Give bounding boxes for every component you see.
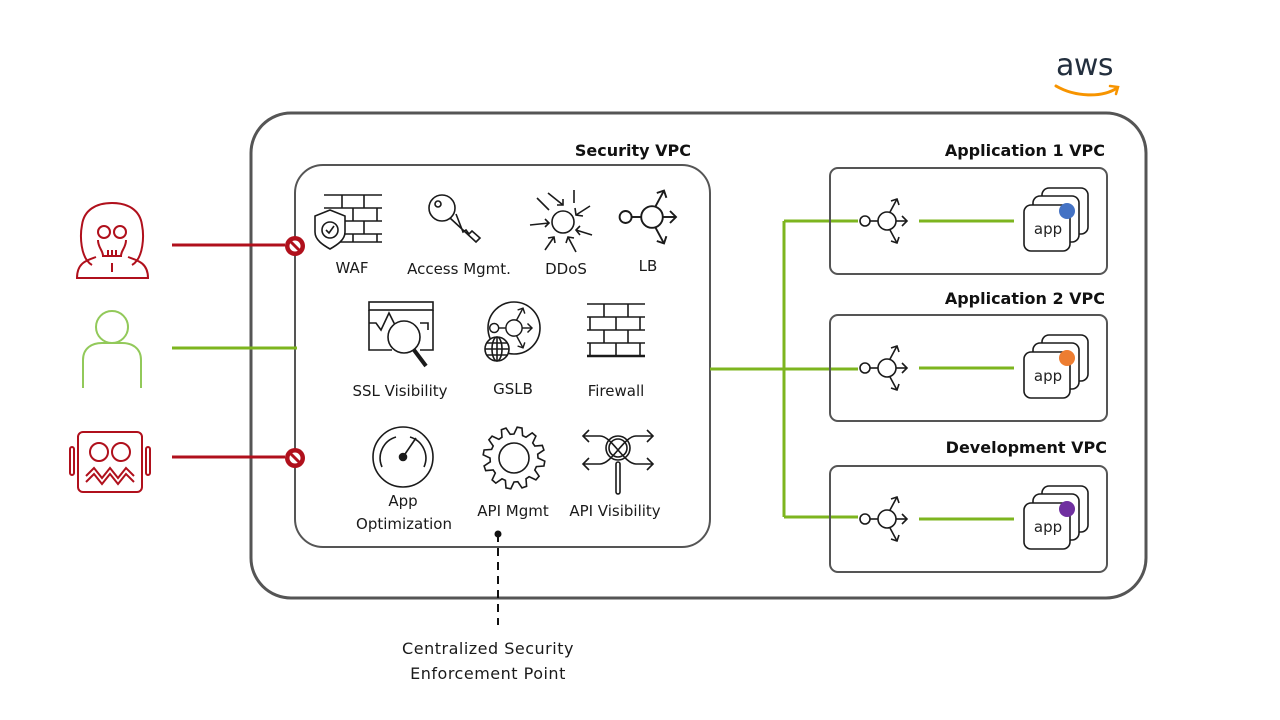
app1-vpc-box: [829, 167, 1108, 275]
service-label-waf: WAF: [335, 259, 369, 277]
app-stack-icon: app: [1023, 485, 1089, 550]
aws-logo: aws: [1056, 48, 1114, 83]
load-balancer-icon: [859, 496, 908, 542]
app1-vpc-title: Application 1 VPC: [944, 141, 1105, 160]
aws-logo-smile: [1054, 84, 1120, 97]
app-status-dot: [1059, 501, 1075, 517]
dev-vpc-box: [829, 465, 1108, 573]
app-status-dot: [1059, 350, 1075, 366]
service-label-firewall: Firewall: [587, 382, 645, 400]
app2-vpc-box: [829, 314, 1108, 422]
security-vpc-title: Security VPC: [574, 141, 691, 160]
gear-hub: [498, 442, 530, 474]
app1-vpc: app: [829, 167, 1108, 275]
app-label: app: [1034, 220, 1062, 238]
waf-shield-wall-icon: [314, 194, 382, 250]
service-label-lb: LB: [638, 257, 658, 275]
service-label-gslb: GSLB: [493, 380, 533, 398]
load-balancer-icon: [859, 345, 908, 391]
app2-vpc-title: Application 2 VPC: [944, 289, 1105, 308]
app-stack-icon: app: [1023, 187, 1089, 252]
ddos-icon: [529, 190, 593, 253]
app-stack-icon: app: [1023, 334, 1089, 399]
dev-vpc: app: [829, 465, 1108, 573]
app-card: [1023, 502, 1071, 550]
hooded-skull-icon: [76, 201, 149, 279]
service-label-ssl-visibility: SSL Visibility: [352, 382, 448, 400]
dev-vpc-title: Development VPC: [945, 438, 1107, 457]
service-label-api-visibility: API Visibility: [569, 502, 661, 520]
app-status-dot: [1059, 203, 1075, 219]
api-visibility-icon: [581, 429, 655, 495]
load-balancer-icon: [618, 189, 677, 245]
gslb-icon: [484, 301, 541, 362]
service-label-api-mgmt: API Mgmt: [477, 502, 549, 520]
outer-cloud-container: [249, 111, 1148, 600]
gear-icon: [482, 426, 546, 490]
annotation-line1: Centralized Security: [402, 639, 574, 658]
ssl-visibility-icon: [368, 301, 434, 368]
blocked-icon: [283, 234, 307, 258]
service-label-access-mgmt: Access Mgmt.: [407, 260, 511, 278]
security-vpc-box: [294, 164, 711, 548]
gear-outline: [482, 426, 546, 490]
app-label: app: [1034, 367, 1062, 385]
service-label-app-optimization-line2: Optimization: [356, 515, 452, 533]
annotation-caption: Centralized Security Enforcement Point: [402, 636, 574, 686]
app2-vpc: app: [829, 314, 1108, 422]
load-balancer-icon: [859, 198, 908, 244]
bot-icon: [69, 431, 151, 493]
annotation-line2: Enforcement Point: [410, 664, 566, 683]
gauge-icon: [372, 426, 434, 488]
app-card: [1023, 204, 1071, 252]
service-label-app-optimization-line1: App: [388, 492, 418, 510]
blocked-icon: [283, 446, 307, 470]
app-label: app: [1034, 518, 1062, 536]
user-icon: [82, 310, 142, 388]
service-label-ddos: DDoS: [545, 260, 587, 278]
app-card: [1023, 351, 1071, 399]
key-icon: [428, 194, 482, 244]
firewall-icon: [587, 303, 645, 358]
